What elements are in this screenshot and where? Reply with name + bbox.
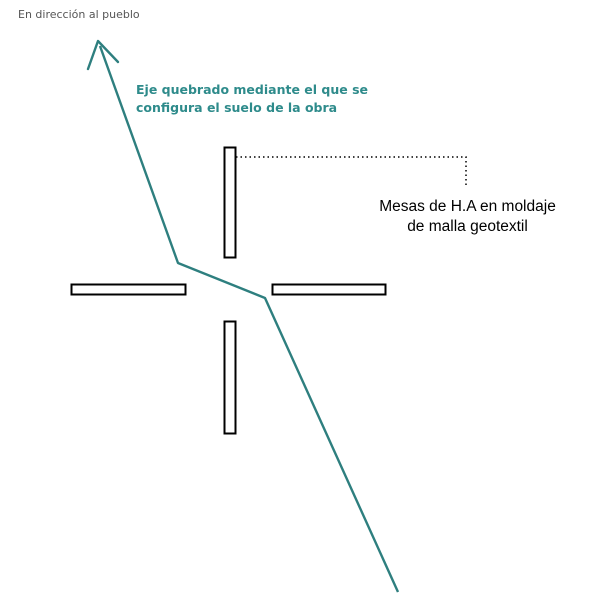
broken-axis-line (98, 45, 400, 593)
table-south (223, 320, 237, 435)
leader-line (236, 156, 467, 188)
axis-annotation: Eje quebrado mediante el que se configur… (136, 81, 368, 117)
tables-annotation: Mesas de H.A en moldaje de malla geotext… (340, 197, 595, 237)
table-west (70, 283, 187, 296)
direction-label: En dirección al pueblo (18, 8, 140, 21)
tables-annotation-line2: de malla geotextil (407, 218, 528, 235)
axis-arrowhead-icon (86, 39, 120, 71)
table-east (271, 283, 387, 296)
axis-annotation-line1: Eje quebrado mediante el que se (136, 82, 368, 97)
axis-annotation-line2: configura el suelo de la obra (136, 100, 338, 115)
tables-annotation-line1: Mesas de H.A en moldaje (379, 198, 556, 215)
table-north (223, 146, 237, 259)
